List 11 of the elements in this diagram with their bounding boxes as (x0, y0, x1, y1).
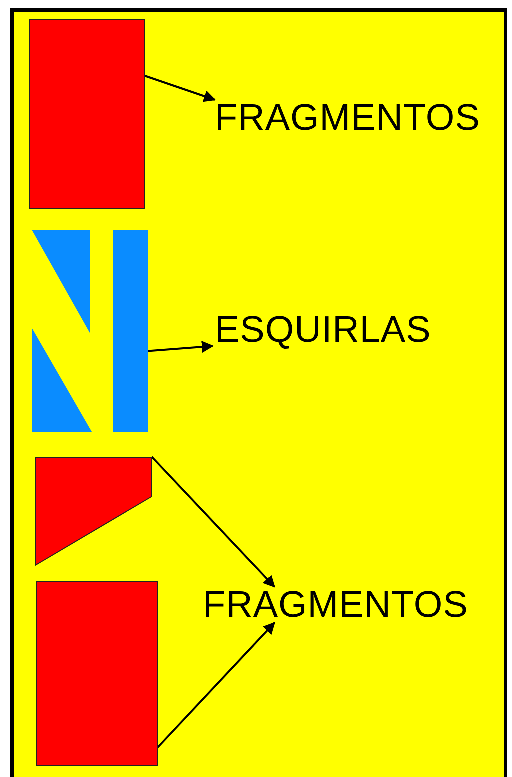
fragment-block (36, 581, 158, 766)
fragment-block (35, 457, 152, 566)
label-text: ESQUIRLAS (215, 312, 432, 348)
arrow (144, 75, 216, 102)
label-text: FRAGMENTOS (215, 100, 480, 136)
label-text: FRAGMENTOS (203, 587, 468, 623)
arrow (151, 456, 276, 588)
fragment-block (29, 19, 145, 209)
arrow (157, 622, 276, 748)
arrow (148, 341, 214, 354)
splinter-drawing (32, 230, 148, 432)
